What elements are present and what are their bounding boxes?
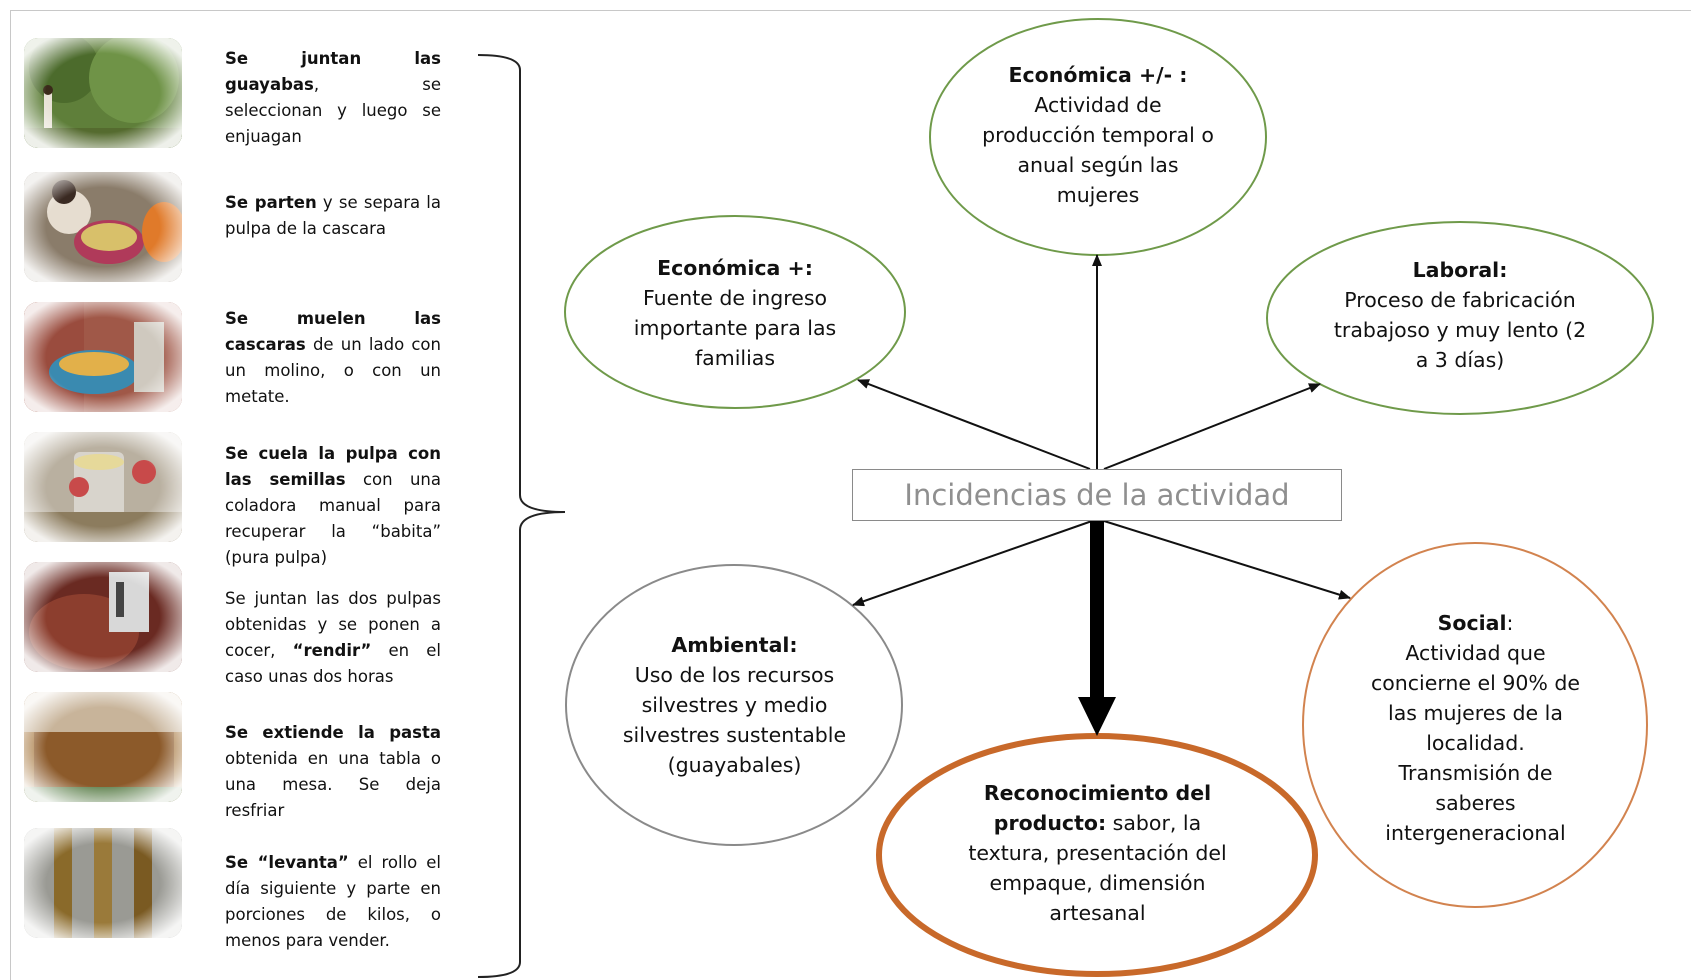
cooking-photo <box>24 562 182 672</box>
social-title-suffix: : <box>1506 610 1514 635</box>
social-ellipse <box>1302 542 1648 908</box>
economica-positiva-title: Económica +: <box>657 255 813 280</box>
incidencias-center-box: Incidencias de la actividad <box>852 469 1342 521</box>
laboral-bubble: Laboral: Proceso de fabricación trabajos… <box>1330 252 1590 377</box>
arrow-to-social <box>1103 520 1351 600</box>
economica-positiva-bubble: Económica +: Fuente de ingreso important… <box>620 250 850 375</box>
laboral-body: Proceso de fabricación trabajoso y muy l… <box>1333 287 1587 372</box>
step-3-text: Se muelen las cascaras de un lado con un… <box>225 309 441 406</box>
economica-mixta-title: Económica +/- : <box>1008 63 1188 87</box>
step-1-text: Se juntan las guayabas, se seleccionan y… <box>225 49 441 146</box>
economica-positiva-ellipse <box>564 215 906 409</box>
reconocimiento-body: sabor, la textura, presentación del empa… <box>968 811 1227 925</box>
guava-cutting-photo <box>24 172 182 282</box>
guava-picking-photo <box>24 38 182 148</box>
thick-arrow-shaft <box>1090 521 1104 699</box>
step-4-text: Se cuela la pulpa con las semillas con u… <box>225 444 441 567</box>
social-bubble: Social: Actividad que concierne el 90% d… <box>1363 605 1588 850</box>
economica-mixta-body: Actividad de producción temporal o anual… <box>982 93 1214 207</box>
economica-mixta-bubble: Económica +/- : Actividad de producción … <box>982 55 1214 215</box>
ambiental-bubble: Ambiental: Uso de los recursos silvestre… <box>622 612 847 798</box>
reconocimiento-bubble: Reconocimiento del producto: sabor, la t… <box>955 778 1240 934</box>
arrow-to-economica-positiva <box>857 379 1091 470</box>
laboral-ellipse <box>1266 221 1654 415</box>
grinding-photo <box>24 302 182 412</box>
economica-positiva-body: Fuente de ingreso importante para las fa… <box>633 285 837 370</box>
social-body: Actividad que concierne el 90% de las mu… <box>1370 640 1581 845</box>
step-5-text: Se juntan las dos pulpas obtenidas y se … <box>225 589 441 686</box>
laboral-title: Laboral: <box>1412 257 1508 282</box>
ambiental-body: Uso de los recursos silvestres y medio s… <box>622 663 847 777</box>
step-6-text: Se extiende la pasta obtenida en una tab… <box>225 723 441 820</box>
arrow-to-laboral <box>1103 383 1321 470</box>
rolls-photo <box>24 828 182 938</box>
reconocimiento-title: Reconocimiento del producto: <box>983 781 1212 835</box>
arrow-to-ambiental <box>852 520 1093 607</box>
grouping-brace <box>477 54 566 978</box>
ambiental-ellipse <box>565 564 903 846</box>
figure-frame <box>10 10 1691 980</box>
center-label: Incidencias de la actividad <box>904 478 1290 512</box>
thick-arrow-head <box>1078 697 1116 736</box>
ambiental-title: Ambiental: <box>671 633 798 657</box>
straining-photo <box>24 432 182 542</box>
step-7-text: Se “levanta” el rollo el día siguiente y… <box>225 853 441 950</box>
step-2-text: Se parten y se separa la pulpa de la cas… <box>225 193 441 238</box>
social-title: Social <box>1437 610 1507 635</box>
spreading-paste-photo <box>24 692 182 802</box>
